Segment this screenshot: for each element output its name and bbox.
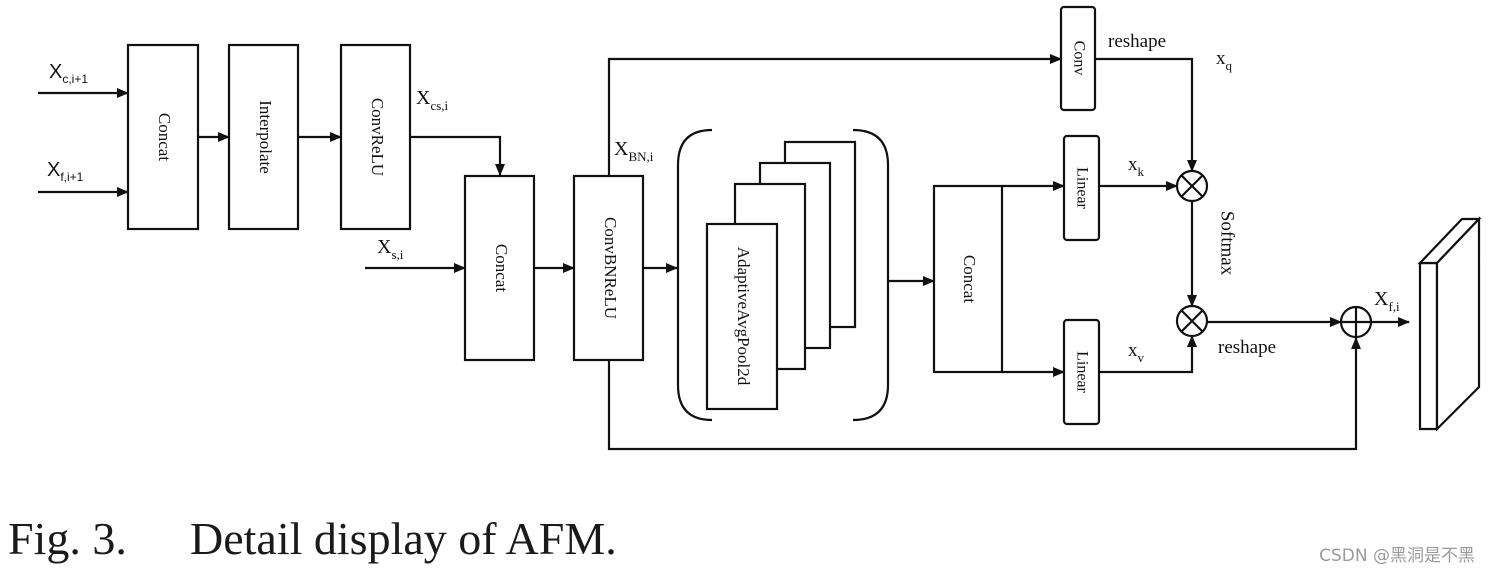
input-xc-label: Xc,i+1 <box>49 61 88 86</box>
input-xf-label: Xf,i+1 <box>47 159 84 184</box>
arrow-xbn-residual <box>607 337 1361 451</box>
watermark: CSDN @黑洞是不黑 <box>1319 546 1475 566</box>
convrelu-block <box>339 43 412 231</box>
reshape-top-label: reshape <box>1108 31 1166 52</box>
convbnrelu-label: ConvBNReLU <box>601 217 620 319</box>
xbn-label: XBN,i <box>614 138 654 164</box>
arrow-conv-to-mult1 <box>1095 57 1197 172</box>
input-xs-label: Xs,i <box>377 236 404 262</box>
xq-label: xq <box>1216 48 1233 73</box>
concat1-block <box>126 43 200 231</box>
figure-caption: Fig. 3. Detail display of AFM. <box>8 512 617 565</box>
concat2-block <box>463 174 536 362</box>
figure-number: Fig. 3. <box>8 513 127 564</box>
output-label: Xf,i <box>1374 288 1400 314</box>
xv-label: xv <box>1128 340 1145 365</box>
add-icon <box>1339 305 1373 339</box>
pool-left-bracket <box>676 128 713 422</box>
linear-v-block <box>1062 318 1101 426</box>
pool-stack-1 <box>705 222 779 411</box>
reshape-bottom-label: reshape <box>1218 337 1276 358</box>
concat1-label: Concat <box>155 113 174 161</box>
concat3-block <box>932 184 1004 374</box>
interpolate-label: Interpolate <box>256 100 275 174</box>
pool-right-bracket <box>852 128 890 422</box>
linear-v-label: Linear <box>1073 351 1090 393</box>
multiply-v-icon <box>1175 304 1209 338</box>
figure-caption-text: Detail display of AFM. <box>190 513 617 564</box>
afm-diagram: Concat Interpolate ConvReLU Concat ConvB… <box>38 5 1482 451</box>
convbnrelu-block <box>572 174 645 362</box>
concat3-label: Concat <box>960 255 979 303</box>
convrelu-label: ConvReLU <box>368 98 387 176</box>
conv-block <box>1059 5 1097 112</box>
pool-label: AdaptiveAvgPool2d <box>734 247 753 386</box>
arrow-convrelu-to-concat2 <box>410 135 505 176</box>
xk-label: xk <box>1128 154 1145 179</box>
arrow-linear-v-to-mult2 <box>1099 335 1197 374</box>
interpolate-block <box>227 43 300 231</box>
softmax-label: Softmax <box>1217 211 1238 276</box>
linear-k-block <box>1062 134 1101 242</box>
output-feature-map <box>1417 216 1482 432</box>
linear-k-label: Linear <box>1073 167 1090 209</box>
conv-label: Conv <box>1070 41 1087 76</box>
concat2-label: Concat <box>492 244 511 292</box>
arrow-xbn-to-conv <box>607 54 1062 175</box>
xcs-label: Xcs,i <box>416 87 449 113</box>
multiply-qk-icon <box>1175 169 1209 203</box>
